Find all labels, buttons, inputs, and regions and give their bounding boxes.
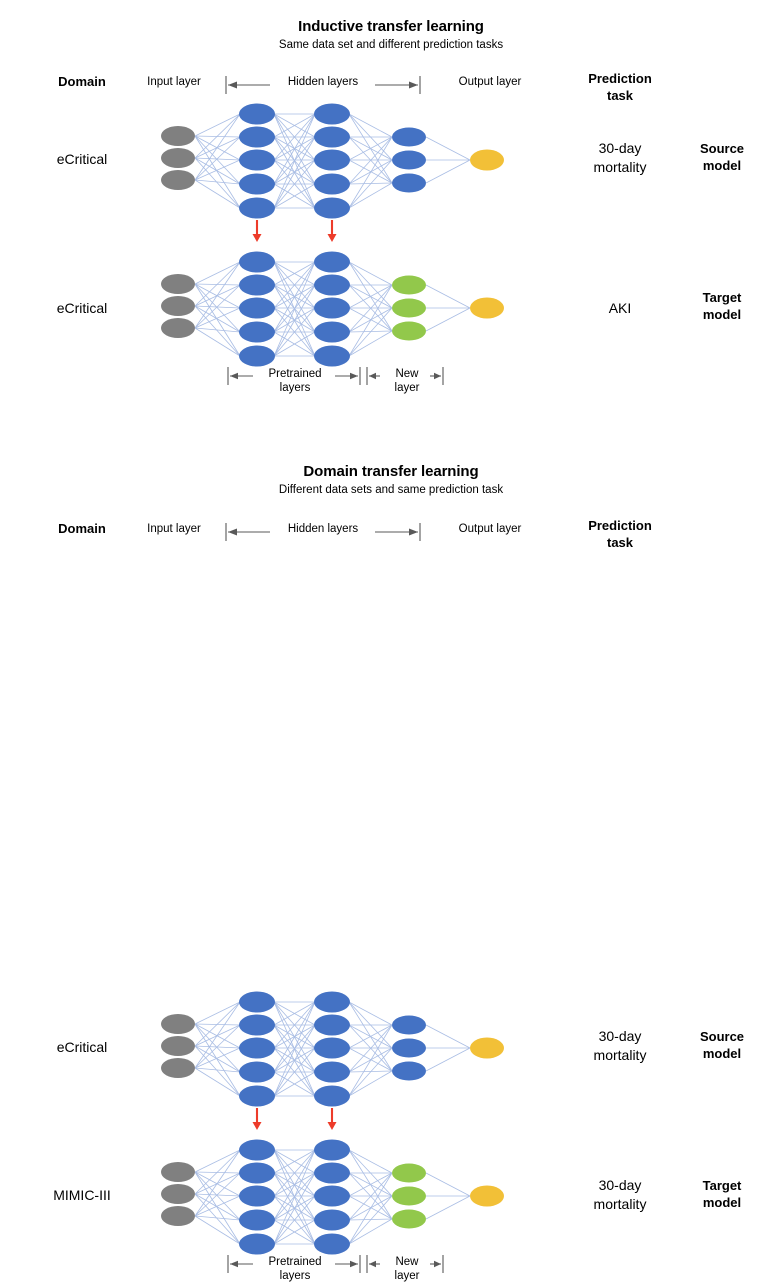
row-task-line2: mortality [593, 159, 647, 175]
row-role-line2: model [702, 1046, 742, 1061]
neural-network-source [161, 991, 504, 1107]
row-task-line2: mortality [593, 1196, 647, 1212]
row-task-line1: 30-day [598, 1028, 642, 1044]
row-domain-label: eCritical [56, 151, 108, 167]
input-layer-nodes [161, 1162, 195, 1226]
row-task-line2: mortality [593, 1047, 647, 1063]
hidden-layer-2-nodes [314, 103, 350, 219]
input-layer-nodes [161, 274, 195, 338]
hidden-layer-1-nodes [239, 991, 275, 1107]
hidden-layer-2-nodes [314, 251, 350, 367]
output-layer-node [470, 297, 504, 319]
header-prediction-task-line1: Prediction [588, 518, 652, 533]
output-layer-node [470, 149, 504, 171]
input-layer-nodes [161, 1014, 195, 1078]
header-prediction-task-line1: Prediction [588, 71, 652, 86]
new-layer-label-line2: layer [394, 382, 420, 394]
hidden-layer-1-nodes [239, 103, 275, 219]
pretrained-layers-label-line1: Pretrained [268, 1256, 322, 1268]
panel-title: Domain transfer learning [303, 463, 479, 480]
neural-network-target [161, 1139, 504, 1255]
new-layer-nodes [392, 1163, 426, 1229]
hidden-layer-3-nodes [392, 1015, 426, 1081]
network-edges [194, 113, 471, 209]
hidden-layers-bracket [225, 523, 421, 541]
row-role-line2: model [702, 1195, 742, 1210]
row-role-line1: Source [699, 141, 745, 156]
row-task-line1: 30-day [598, 140, 642, 156]
row-domain-label: eCritical [56, 1039, 108, 1055]
neural-network-target [161, 251, 504, 367]
row-role-line2: model [702, 158, 742, 173]
pretrained-layers-label-line2: layers [279, 1270, 311, 1282]
row-domain-label: eCritical [56, 300, 108, 316]
pretrained-layers-bracket [227, 367, 361, 385]
row-role-line2: model [702, 307, 742, 322]
row-role-line1: Target [702, 1178, 742, 1193]
header-hidden-layers: Hidden layers [287, 523, 359, 535]
new-layer-label-line1: New [395, 1256, 419, 1268]
new-layer-bracket [366, 367, 444, 385]
transfer-arrow-1 [252, 220, 262, 242]
output-layer-node [470, 1185, 504, 1207]
header-prediction-task-line2: task [606, 88, 634, 103]
header-output-layer: Output layer [458, 523, 522, 535]
transfer-arrow-1 [252, 1108, 262, 1130]
row-role-line1: Target [702, 290, 742, 305]
panel-subtitle: Same data set and different prediction t… [278, 39, 504, 51]
header-prediction-task-line2: task [606, 535, 634, 550]
new-layer-label-line2: layer [394, 1270, 420, 1282]
transfer-arrow-2 [327, 1108, 337, 1130]
panel-subtitle: Different data sets and same prediction … [278, 484, 504, 496]
pretrained-layers-label-line2: layers [279, 382, 311, 394]
hidden-layer-3-nodes [392, 127, 426, 193]
network-edges [194, 261, 471, 357]
header-output-layer: Output layer [458, 76, 522, 88]
panel-domain-transfer-learning: Domain transfer learning Different data … [0, 440, 782, 1282]
row-domain-label: MIMIC-III [53, 1187, 111, 1203]
hidden-layer-2-nodes [314, 1139, 350, 1255]
hidden-layer-2-nodes [314, 991, 350, 1107]
panel-title: Inductive transfer learning [298, 18, 484, 35]
row-role-line1: Source [699, 1029, 745, 1044]
hidden-layers-bracket [225, 76, 421, 94]
row-task-line1: AKI [608, 300, 632, 316]
new-layer-label-line1: New [395, 368, 419, 380]
transfer-arrow-2 [327, 220, 337, 242]
header-domain: Domain [58, 74, 106, 89]
new-layer-nodes [392, 275, 426, 341]
hidden-layer-1-nodes [239, 251, 275, 367]
row-task-line1: 30-day [598, 1177, 642, 1193]
output-layer-node [470, 1037, 504, 1059]
hidden-layer-1-nodes [239, 1139, 275, 1255]
pretrained-layers-label-line1: Pretrained [268, 368, 322, 380]
header-input-layer: Input layer [147, 523, 201, 535]
header-input-layer: Input layer [147, 76, 201, 88]
input-layer-nodes [161, 126, 195, 190]
panel-inductive-transfer-learning: Inductive transfer learning Same data se… [0, 0, 782, 430]
header-hidden-layers: Hidden layers [287, 76, 359, 88]
neural-network-source [161, 103, 504, 219]
header-domain: Domain [58, 521, 106, 536]
